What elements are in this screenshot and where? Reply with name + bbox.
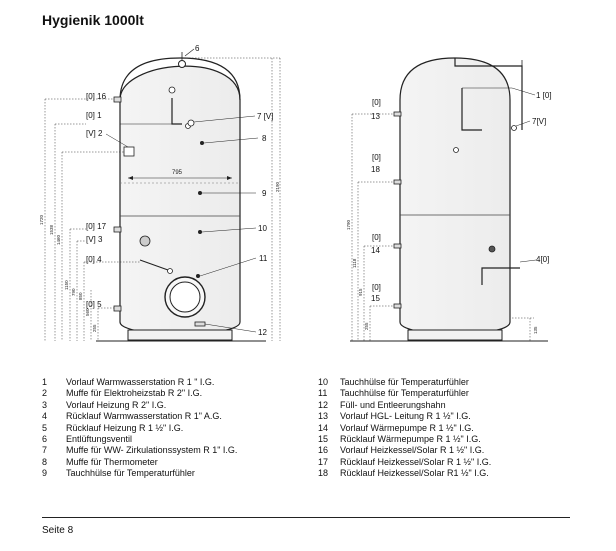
front-callout-8: 8 — [262, 134, 267, 143]
side-dim-1118: 1118 — [352, 258, 357, 268]
side-callout-14-a: [0] — [372, 233, 381, 242]
front-callout-2: [V] 2 — [86, 129, 103, 138]
front-callout-5: [0] 5 — [86, 300, 102, 309]
page-number: Seite 8 — [42, 525, 74, 536]
front-callout-1: [0] 1 — [86, 111, 102, 120]
side-callout-13-a: [0] — [372, 98, 381, 107]
front-dim-1538: 1538 — [49, 224, 54, 235]
front-callout-16: [0] 16 — [86, 92, 107, 101]
side-callout-1: 1 [0] — [536, 91, 552, 100]
technical-drawing: 795 6 [0] 1 [0] 16 [V] 2 7 [V] 8 9 — [39, 44, 552, 342]
side-view-drawing: 1 [0] 7[V] 4[0] [0] 13 [0] 18 [0] 14 [0]… — [346, 57, 552, 342]
front-callout-12: 12 — [258, 328, 267, 337]
side-dim-135: 135 — [533, 326, 538, 334]
front-dim-560: 560 — [85, 308, 90, 316]
front-dim-2190: 2190 — [275, 181, 280, 192]
side-dim-255: 255 — [364, 322, 369, 330]
front-callout-3: [V] 3 — [86, 235, 103, 244]
front-dim-255: 255 — [92, 324, 97, 332]
front-dim-850: 850 — [78, 292, 83, 300]
side-callout-4: 4[0] — [536, 255, 549, 264]
front-tank-base — [127, 329, 233, 341]
front-dim-790: 790 — [71, 288, 76, 296]
footer-divider — [42, 517, 570, 518]
front-dim-1460: 1460 — [56, 234, 61, 245]
side-callout-18-a: [0] — [372, 153, 381, 162]
front-diameter-dim: 795 — [172, 170, 183, 176]
front-callout-11: 11 — [259, 254, 268, 263]
front-callout-9: 9 — [262, 189, 267, 198]
front-callout-17: [0] 17 — [86, 222, 107, 231]
side-callout-15-a: [0] — [372, 283, 381, 292]
front-dim-1150: 1150 — [64, 280, 69, 290]
side-callout-18-b: 18 — [371, 165, 380, 174]
front-dim-1720: 1720 — [39, 214, 44, 225]
side-callout-13-b: 13 — [371, 112, 380, 121]
front-view-drawing: 795 6 [0] 1 [0] 16 [V] 2 7 [V] 8 9 — [39, 44, 281, 342]
front-callout-10: 10 — [258, 224, 267, 233]
front-callout-4: [0] 4 — [86, 255, 102, 264]
side-dim-915: 915 — [358, 288, 363, 296]
side-dim-1790: 1790 — [346, 219, 351, 230]
side-callout-7: 7[V] — [532, 117, 546, 126]
front-callout-7: 7 [V] — [257, 112, 273, 121]
side-callout-14-b: 14 — [371, 246, 380, 255]
front-callout-6: 6 — [195, 44, 200, 53]
side-tank-body — [399, 57, 511, 335]
document-title: Hygienik 1000lt — [42, 12, 144, 28]
side-callout-15-b: 15 — [371, 294, 380, 303]
